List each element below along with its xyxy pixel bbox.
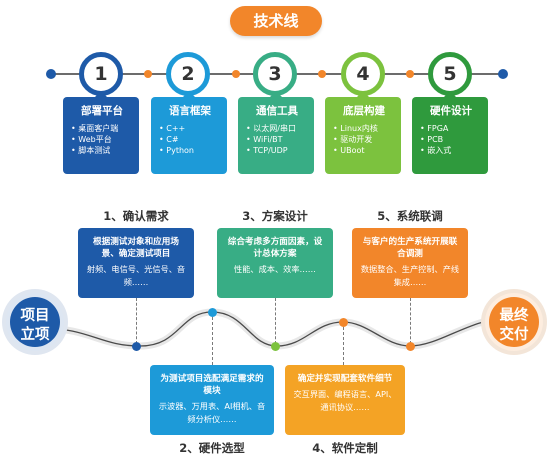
- node-5-item: • PCB: [420, 135, 444, 144]
- final-delivery-circle: 最终交付: [485, 293, 543, 351]
- node-5-title: 硬件设计: [430, 105, 472, 117]
- node-5-number: 5: [428, 52, 472, 96]
- step-3-dot: [271, 342, 280, 351]
- timeline-start-dot: [46, 69, 56, 79]
- step-5-box: 与客户的生产系统开展联合调测 数据整合、生产控制、产线集成……: [352, 228, 468, 298]
- tech-line-title: 技术线: [230, 6, 322, 36]
- step-4-box: 确定并实现配套软件细节 交互界面、编程语言、API、通讯协议……: [285, 365, 405, 435]
- step-2-connector: [212, 317, 213, 365]
- timeline-end-dot: [498, 69, 508, 79]
- step-4-connector: [343, 327, 344, 365]
- timeline-dot: [144, 70, 152, 78]
- timeline-dot: [232, 70, 240, 78]
- step-5-connector: [410, 298, 411, 344]
- timeline-dot: [406, 70, 414, 78]
- node-3-item: • WiFi/BT: [246, 135, 283, 144]
- step-3-box: 综合考虑多方面因素，设计总体方案 性能、成本、效率……: [217, 228, 333, 298]
- node-2-item: • C++: [159, 124, 186, 133]
- project-start-circle: 项目立项: [6, 293, 64, 351]
- node-1-item: • 桌面客户端: [71, 124, 119, 133]
- step-3-connector: [275, 298, 276, 344]
- step-1-bold: 根据测试对象和应用场景、确定测试项目: [93, 237, 179, 259]
- step-1-connector: [136, 298, 137, 344]
- node-2-card: 语言框架 • C++ • C# • Python: [151, 91, 227, 174]
- node-1-title: 部署平台: [81, 105, 123, 117]
- node-1-item: • Web平台: [71, 135, 112, 144]
- step-2-label: 2、硬件选型: [179, 441, 245, 455]
- step-4-dot: [339, 318, 348, 327]
- node-2-title: 语言框架: [169, 105, 211, 117]
- node-4-item: • UBoot: [333, 146, 365, 155]
- node-2-item: • C#: [159, 135, 179, 144]
- node-5-card: 硬件设计 • FPGA • PCB • 嵌入式: [412, 91, 488, 174]
- step-5-bold: 与客户的生产系统开展联合调测: [362, 237, 458, 259]
- step-1-label: 1、确认需求: [103, 209, 169, 223]
- node-1-card: 部署平台 • 桌面客户端 • Web平台 • 脚本测试: [63, 91, 139, 174]
- step-3-label: 3、方案设计: [242, 209, 308, 223]
- node-4-number: 4: [341, 52, 385, 96]
- step-5-detail: 数据整合、生产控制、产线集成……: [360, 264, 460, 287]
- node-1-item: • 脚本测试: [71, 146, 111, 155]
- node-4-item: • Linux内核: [333, 124, 378, 133]
- node-3-title: 通信工具: [256, 105, 298, 117]
- step-3-detail: 性能、成本、效率……: [234, 264, 316, 274]
- node-5-item: • FPGA: [420, 124, 449, 133]
- node-3-card: 通信工具 • 以太网/串口 • WiFi/BT • TCP/UDP: [238, 91, 314, 174]
- node-4-title: 底层构建: [343, 105, 385, 117]
- step-5-label: 5、系统联调: [377, 209, 443, 223]
- step-4-label: 4、软件定制: [312, 441, 378, 455]
- step-4-detail: 交互界面、编程语言、API、通讯协议……: [293, 389, 397, 412]
- node-2-item: • Python: [159, 146, 194, 155]
- node-4-card: 底层构建 • Linux内核 • 驱动开发 • UBoot: [325, 91, 401, 174]
- timeline-dot: [318, 70, 326, 78]
- step-3-bold: 综合考虑多方面因素，设计总体方案: [227, 237, 323, 259]
- step-4-bold: 确定并实现配套软件细节: [297, 374, 393, 384]
- node-5-item: • 嵌入式: [420, 146, 452, 155]
- step-2-detail: 示波器、万用表、AI相机、音频分析仪……: [158, 401, 266, 424]
- node-2-number: 2: [166, 52, 210, 96]
- step-2-bold: 为测试项目选配满足需求的模块: [160, 374, 264, 396]
- step-2-box: 为测试项目选配满足需求的模块 示波器、万用表、AI相机、音频分析仪……: [150, 365, 274, 435]
- step-1-detail: 射频、电信号、光信号、音频……: [86, 264, 186, 287]
- node-3-item: • TCP/UDP: [246, 146, 288, 155]
- step-5-dot: [406, 342, 415, 351]
- step-1-box: 根据测试对象和应用场景、确定测试项目 射频、电信号、光信号、音频……: [78, 228, 194, 298]
- step-2-dot: [208, 308, 217, 317]
- node-3-item: • 以太网/串口: [246, 124, 296, 133]
- node-4-item: • 驱动开发: [333, 135, 373, 144]
- step-1-dot: [132, 342, 141, 351]
